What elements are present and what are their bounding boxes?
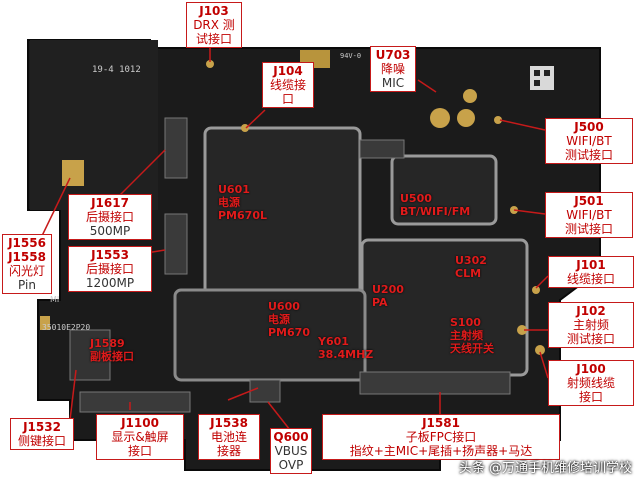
chip-u200-code: U200 — [372, 283, 404, 296]
chip-u601-part: PM670L — [218, 209, 267, 222]
callout-j1100-desc-2: 接口 — [127, 444, 152, 458]
callout-j1553: J1553 后摄接口 1200MP — [68, 246, 152, 292]
callout-j104-code: J104 — [273, 64, 303, 78]
callout-j103-desc-1: DRX 测 — [193, 18, 235, 32]
silk-side-code: 94V-0 — [340, 52, 361, 60]
callout-j1538-code: J1538 — [210, 416, 248, 430]
chip-u600-part: PM670 — [268, 326, 310, 339]
chip-u200-desc: PA — [372, 296, 388, 309]
callout-j100-desc-2: 接口 — [578, 390, 603, 404]
callout-j1532: J1532 侧键接口 — [10, 418, 74, 450]
callout-j501-code: J501 — [574, 194, 604, 208]
callout-j1556-code: J1556 — [8, 236, 46, 250]
callout-j101-code: J101 — [576, 258, 606, 272]
callout-j1581-desc-1: 子板FPC接口 — [405, 430, 477, 444]
callout-j103: J103 DRX 测 试接口 — [186, 2, 242, 48]
callout-j1553-desc-1: 后摄接口 — [85, 262, 134, 276]
chip-u500-code: U500 — [400, 192, 432, 205]
callout-j1617-code: J1617 — [91, 196, 129, 210]
callout-u703-code: U703 — [375, 48, 411, 62]
callout-j102-code: J102 — [576, 304, 606, 318]
callout-j100-code: J100 — [576, 362, 606, 376]
callout-j1532-desc-1: 侧键接口 — [17, 434, 66, 448]
callout-j1581: J1581 子板FPC接口 指纹+主MIC+尾插+扬声器+马达 — [322, 414, 560, 460]
chip-u601-code: U601 — [218, 183, 250, 196]
callout-j104-desc-2: 口 — [281, 92, 294, 106]
chip-label-u302: U302 CLM — [455, 254, 487, 280]
chip-u600-code: U600 — [268, 300, 300, 313]
callout-j1538-desc-1: 电池连 — [210, 430, 247, 444]
callout-j1556-sub: Pin — [18, 278, 36, 292]
callout-j100-desc-1: 射频线缆 — [566, 376, 615, 390]
chip-label-u601: U601 电源 PM670L — [218, 183, 267, 222]
chip-j1589-code: J1589 — [90, 337, 125, 350]
chip-u500-desc: BT/WIFI/FM — [400, 205, 471, 218]
callout-j500-code: J500 — [574, 120, 604, 134]
callout-q600-sub: OVP — [278, 458, 304, 472]
callout-j1617: J1617 后摄接口 500MP — [68, 194, 152, 240]
callout-j500-desc-2: 测试接口 — [564, 148, 613, 162]
callout-j104: J104 线缆接 口 — [262, 62, 314, 108]
silk-top-code: 19-4 1012 — [92, 65, 141, 75]
callout-j101-desc-1: 线缆接口 — [566, 272, 615, 286]
chip-u601-desc: 电源 — [218, 196, 240, 209]
silk-bottom-code: 35010E2P20 — [42, 323, 90, 332]
callout-j501-desc-2: 测试接口 — [564, 222, 613, 236]
callout-q600-code: Q600 — [273, 430, 309, 444]
chip-y601-code: Y601 — [318, 335, 349, 348]
chip-label-j1589: J1589 副板接口 — [90, 337, 134, 363]
callout-j1556-desc-1: J1558 — [8, 250, 46, 264]
callout-u703-desc-1: 降噪 — [380, 62, 405, 76]
callout-j101: J101 线缆接口 — [548, 256, 634, 288]
callout-j103-desc-2: 试接口 — [195, 32, 232, 46]
callout-q600-desc-1: VBUS — [274, 444, 308, 458]
callout-j1556-desc-2: 闪光灯 — [8, 264, 45, 278]
chip-s100-code: S100 — [450, 316, 481, 329]
callout-j1538: J1538 电池连 接器 — [198, 414, 260, 460]
callout-j1100: J1100 显示&触屏 接口 — [96, 414, 184, 460]
chip-s100-desc: 主射频 — [450, 329, 483, 342]
callout-j103-code: J103 — [199, 4, 229, 18]
callout-j500-desc-1: WIFI/BT — [566, 134, 612, 148]
chip-j1589-desc: 副板接口 — [90, 350, 134, 363]
callout-j501-desc-1: WIFI/BT — [566, 208, 612, 222]
chip-s100-desc2: 天线开关 — [450, 342, 494, 355]
callout-j102-desc-2: 测试接口 — [566, 332, 615, 346]
callout-j102-desc-1: 主射频 — [572, 318, 609, 332]
callout-j500: J500 WIFI/BT 测试接口 — [545, 118, 633, 164]
silk-mi: MI — [50, 295, 59, 304]
chip-y601-desc: 38.4MHZ — [318, 348, 374, 361]
callout-u703-sub: MIC — [381, 76, 405, 90]
callout-j1100-code: J1100 — [121, 416, 159, 430]
chip-label-u600: U600 电源 PM670 — [268, 300, 310, 339]
chip-u600-desc: 电源 — [268, 313, 290, 326]
chip-u302-code: U302 — [455, 254, 487, 267]
callout-j501: J501 WIFI/BT 测试接口 — [545, 192, 633, 238]
callout-q600: Q600 VBUS OVP — [270, 428, 312, 474]
callout-j1553-sub: 1200MP — [85, 276, 135, 290]
watermark-text: 头条 @万通手机维修培训学校 — [458, 461, 632, 476]
callout-j1553-code: J1553 — [91, 248, 129, 262]
chip-label-u500: U500 BT/WIFI/FM — [400, 192, 470, 218]
callout-u703: U703 降噪 MIC — [370, 46, 416, 92]
callout-j1617-desc-1: 后摄接口 — [85, 210, 134, 224]
callout-j102: J102 主射频 测试接口 — [548, 302, 634, 348]
callout-j1100-desc-1: 显示&触屏 — [111, 430, 169, 444]
callout-j100: J100 射频线缆 接口 — [548, 360, 634, 406]
callout-j1581-code: J1581 — [422, 416, 460, 430]
chip-label-s100: S100 主射频 天线开关 — [450, 316, 494, 355]
callout-j1538-desc-2: 接器 — [216, 444, 241, 458]
callout-j1617-sub: 500MP — [89, 224, 131, 238]
callout-j1556: J1556 J1558 闪光灯 Pin — [2, 234, 52, 294]
chip-u302-desc: CLM — [455, 267, 482, 280]
chip-label-u200: U200 PA — [372, 283, 404, 309]
callout-j104-desc-1: 线缆接 — [269, 78, 306, 92]
callout-j1532-code: J1532 — [23, 420, 61, 434]
chip-label-y601: Y601 38.4MHZ — [318, 335, 373, 361]
callout-j1581-desc-2: 指纹+主MIC+尾插+扬声器+马达 — [349, 444, 533, 458]
